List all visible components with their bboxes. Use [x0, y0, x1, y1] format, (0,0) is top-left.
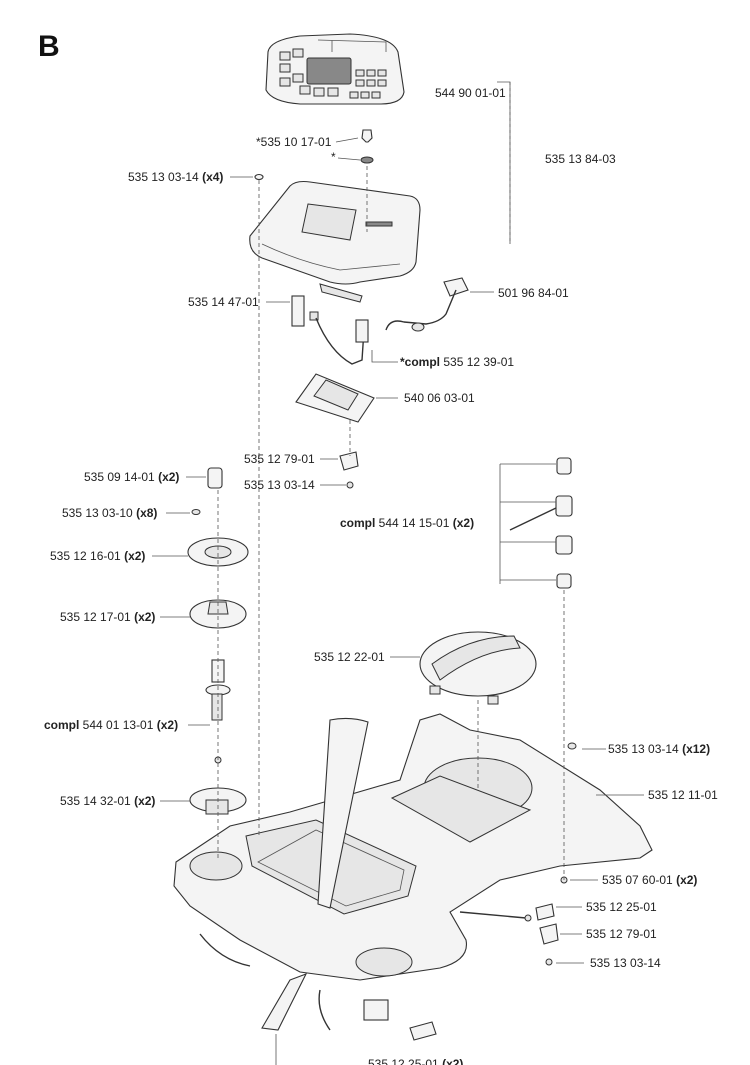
label-535-12-11-01: 535 12 11-01 — [648, 788, 718, 802]
screw-top-left — [254, 173, 264, 181]
chassis-body — [173, 713, 653, 1041]
label-compl-544-14-15-01-x2: compl 544 14 15-01 (x2) — [340, 516, 474, 530]
label-asterisk: * — [331, 150, 336, 164]
label-535-13-03-14-x4: 535 13 03-14 (x4) — [128, 170, 223, 184]
clip-upper — [339, 451, 359, 489]
label-535-12-79-01-lower: 535 12 79-01 — [586, 927, 657, 941]
knob-part — [360, 129, 374, 164]
label-535-14-32-01-x2: 535 14 32-01 (x2) — [60, 794, 155, 808]
label-535-14-47-01: 535 14 47-01 — [188, 295, 259, 309]
wire-harness — [291, 295, 369, 365]
label-535-13-03-10-x8: 535 13 03-10 (x8) — [62, 506, 157, 520]
label-535-12-16-01-x2: 535 12 16-01 (x2) — [50, 549, 145, 563]
label-544-90-01-01: 544 90 01-01 — [435, 86, 506, 100]
label-535-13-03-14-lower: 535 13 03-14 — [590, 956, 661, 970]
part-labels: 544 90 01-01 *535 10 17-01 * 535 13 84-0… — [44, 86, 718, 1065]
label-compl-544-01-13-01-x2: compl 544 01 13-01 (x2) — [44, 718, 178, 732]
label-535-12-17-01-x2: 535 12 17-01 (x2) — [60, 610, 155, 624]
label-535-13-03-14-x12: 535 13 03-14 (x12) — [608, 742, 710, 756]
label-535-13-84-03: 535 13 84-03 — [545, 152, 616, 166]
right-bushing-stack — [509, 457, 577, 884]
section-letter: B — [38, 30, 60, 63]
label-535-07-60-01-x2: 535 07 60-01 (x2) — [602, 873, 697, 887]
label-535-10-17-01: *535 10 17-01 — [256, 135, 332, 149]
label-535-09-14-01-x2: 535 09 14-01 (x2) — [84, 470, 179, 484]
bracket-part — [385, 277, 469, 332]
label-535-12-79-01-upper: 535 12 79-01 — [244, 452, 315, 466]
label-compl-535-12-39-01: *compl 535 12 39-01 — [400, 355, 514, 369]
label-540-06-03-01: 540 06 03-01 — [404, 391, 475, 405]
leader-lines — [152, 81, 644, 1065]
circuit-board-plate — [295, 373, 375, 423]
label-501-96-84-01: 501 96 84-01 — [498, 286, 569, 300]
round-lid — [419, 631, 537, 705]
label-535-12-25-01-x2: 535 12 25-01 (x2) — [368, 1057, 463, 1065]
keypad-panel — [265, 33, 405, 105]
label-535-12-22-01: 535 12 22-01 — [314, 650, 385, 664]
label-535-12-25-01: 535 12 25-01 — [586, 900, 657, 914]
housing-cover — [249, 180, 421, 303]
label-535-13-03-14-upper: 535 13 03-14 — [244, 478, 315, 492]
